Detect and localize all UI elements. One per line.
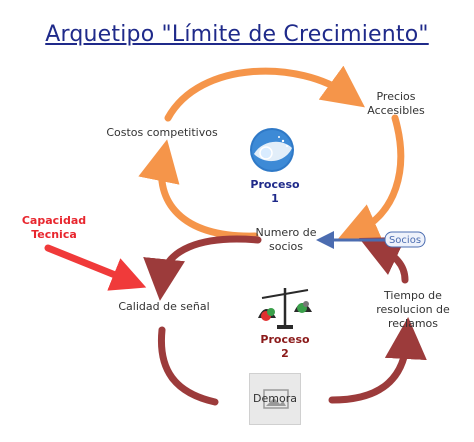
label-tiempo-resolucion: Tiempo de resolucion de reclamos — [376, 289, 450, 330]
arrow-precios-to-numero — [336, 114, 405, 243]
label-precios-accesibles: Precios Accesibles — [367, 90, 425, 117]
arrow-numero-to-costos — [138, 139, 259, 240]
arrow-tiempo-to-numero — [359, 236, 409, 284]
label-numero-de-socios: Numero de socios — [255, 226, 317, 253]
arrow-costos-to-precios — [164, 65, 365, 122]
image-icon — [263, 389, 289, 409]
label-proceso-2: Proceso 2 — [260, 333, 310, 360]
arrow-demora-to-tiempo — [328, 317, 427, 404]
globe-icon — [250, 128, 294, 172]
arrow-calidad-to-demora — [157, 326, 219, 406]
label-proceso-1: Proceso 1 — [250, 178, 300, 205]
arrow-capacidad-to-calidad — [44, 244, 147, 291]
socios-tag-box — [384, 231, 426, 248]
demora-image-placeholder — [249, 373, 301, 425]
label-costos-competitivos: Costos competitivos — [106, 126, 218, 139]
diagram-title: Arquetipo "Límite de Crecimiento" — [45, 22, 429, 47]
label-demora: Demora — [253, 392, 297, 405]
socios-tag-label: Socios — [389, 235, 421, 246]
label-capacidad-tecnica: Capacidad Tecnica — [21, 214, 87, 241]
arrow-numero-to-calidad — [143, 235, 262, 301]
balance-scale-icon — [258, 288, 312, 329]
label-calidad-de-senal: Calidad de señal — [118, 300, 210, 313]
